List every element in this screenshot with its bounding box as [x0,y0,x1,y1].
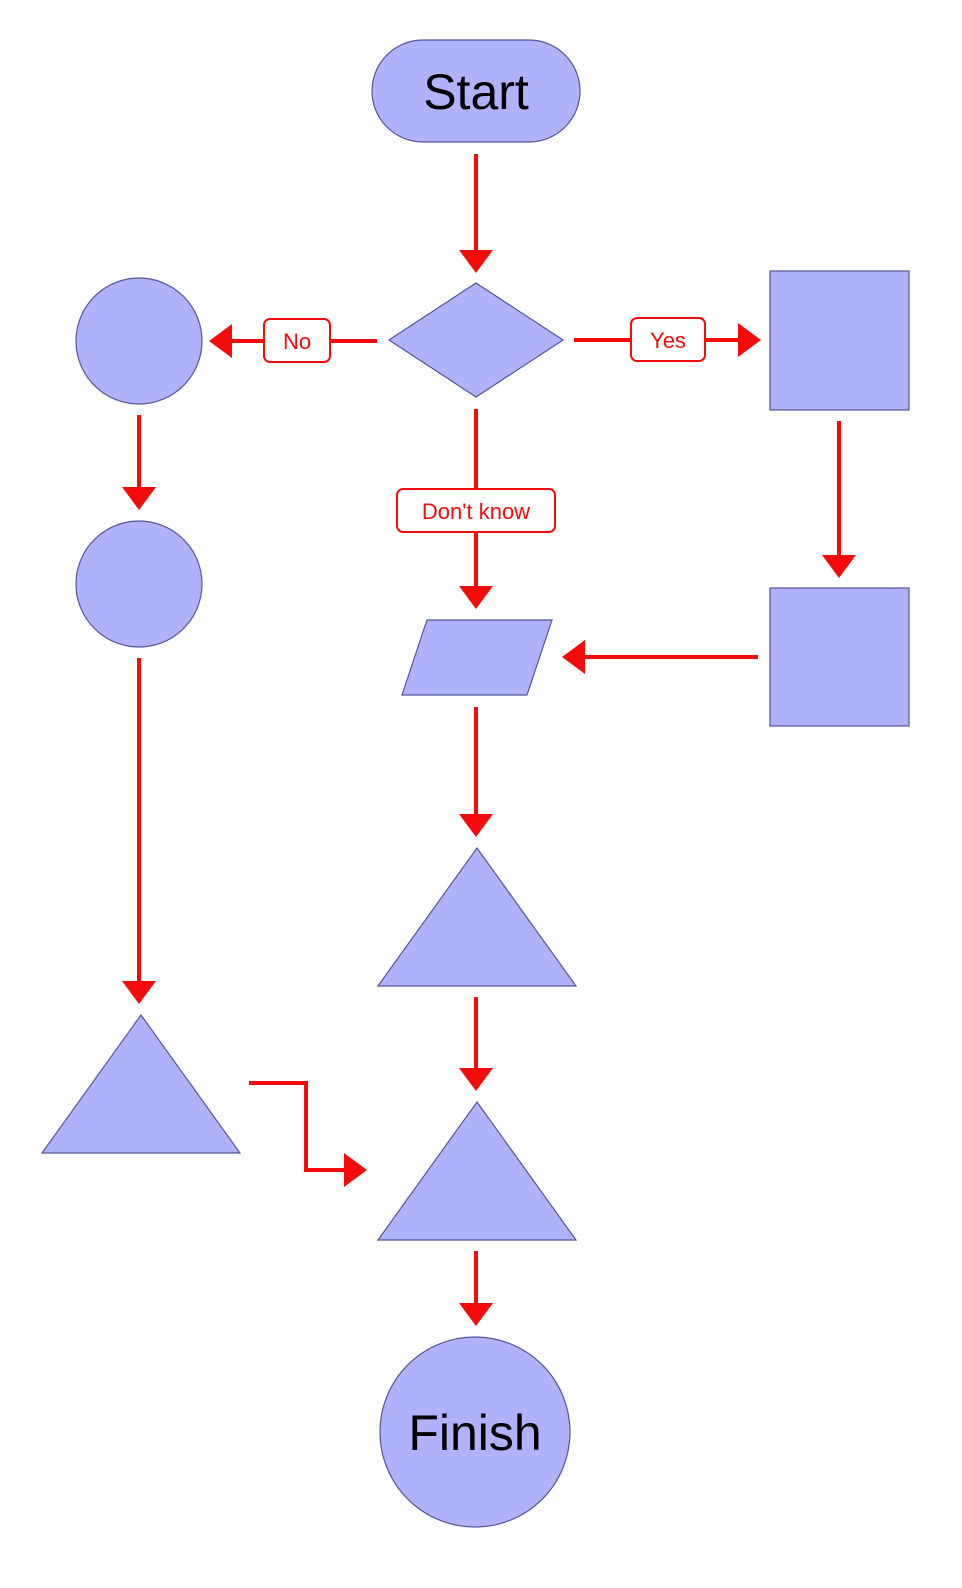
edge-label-yes: Yes [650,328,686,353]
no-branch-circle-2[interactable] [75,520,203,648]
arrowhead-square2-to-parallelogram [562,640,585,674]
arrowhead-no [209,324,232,358]
middle-triangle-2[interactable] [376,1100,578,1241]
parallelogram-node[interactable] [401,619,553,696]
arrowhead-circle1-to-circle2 [122,487,156,510]
finish-label: Finish [408,1405,541,1461]
arrowhead-circle2-to-triangle [122,981,156,1004]
arrowhead-triangle2-to-finish [459,1303,493,1326]
start-label: Start [423,64,529,120]
no-branch-circle-1[interactable] [75,277,203,405]
arrowhead-triangle1-to-triangle2 [459,1068,493,1091]
no-branch-triangle[interactable] [40,1013,242,1154]
edge-label-no: No [283,329,311,354]
edge-label-dont-know-box [396,488,556,533]
middle-triangle-1[interactable] [376,846,578,987]
arrowhead-parallelogram-to-triangle1 [459,814,493,837]
edge-label-yes-box [630,317,706,362]
yes-branch-square-2[interactable] [769,587,910,727]
arrowhead-square1-to-square2 [822,555,856,578]
decision-diamond[interactable] [387,282,565,398]
edge-label-dont-know: Don't know [422,499,530,524]
edge-label-no-box [263,318,331,363]
arrowhead-start-to-decision [459,250,493,273]
finish-node[interactable] [379,1336,571,1528]
arrowhead-yes [738,323,761,357]
arrowhead-dont-know [459,586,493,609]
edge-left-triangle-to-middle-triangle [249,1081,346,1172]
start-node[interactable] [371,39,581,143]
yes-branch-square-1[interactable] [769,270,910,411]
arrowhead-left-triangle-to-middle-triangle [344,1153,367,1187]
